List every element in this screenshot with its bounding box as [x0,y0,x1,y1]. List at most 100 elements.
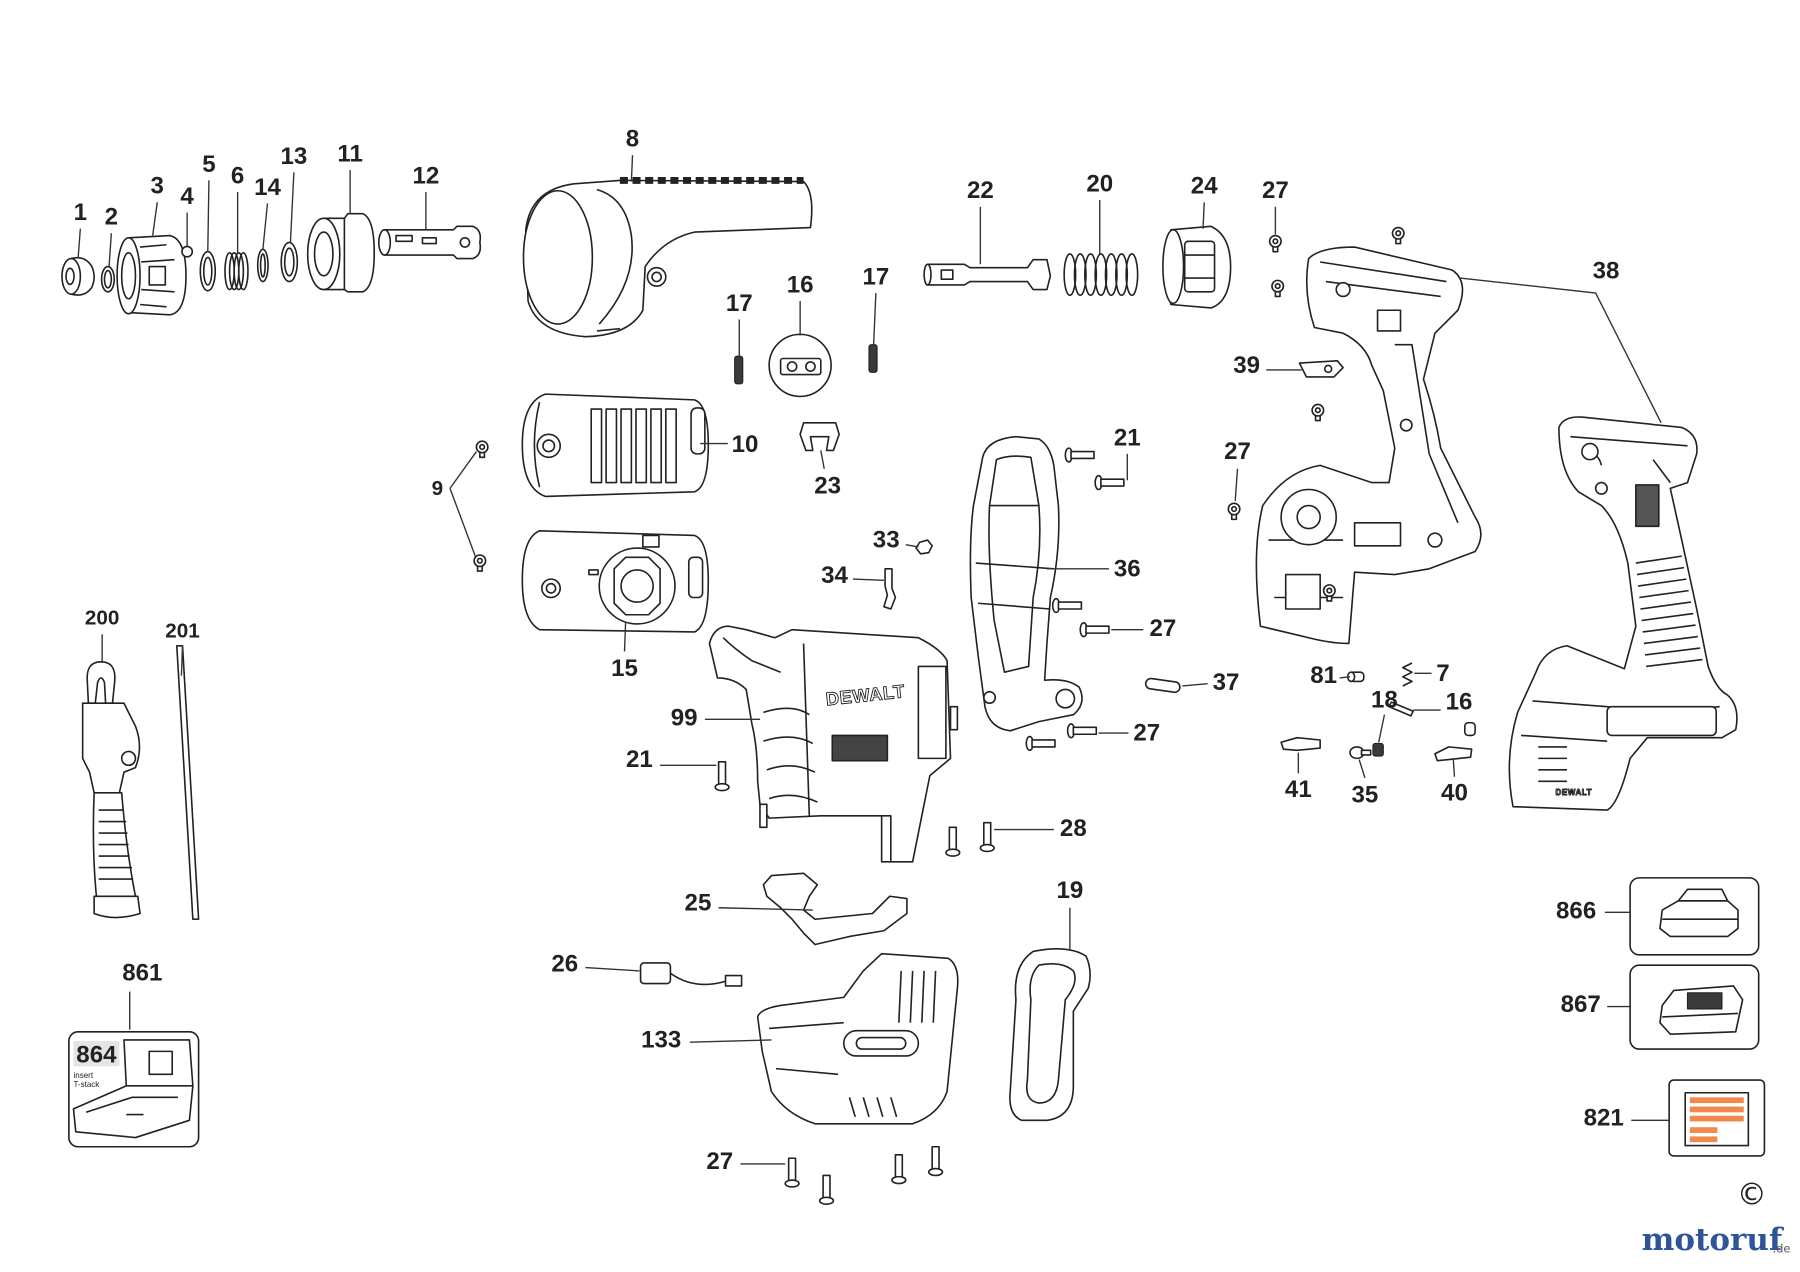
part-19-rear-grip [1009,948,1091,1122]
leader-line-35 [1358,759,1366,779]
callout-21: 21 [1114,424,1141,451]
leader-line-26 [585,966,640,972]
callout-40: 40 [1441,779,1468,806]
part-7-spring [1402,662,1413,687]
part-27-screw [891,1153,907,1185]
part-21-screw [1064,447,1095,463]
callout-36: 36 [1114,555,1141,582]
leader-line-25 [718,907,813,911]
charger-drawing [1659,985,1744,1035]
part-38-housing-left-half [1255,246,1482,645]
callout-133: 133 [641,1026,681,1053]
part-27-screw [1066,723,1098,739]
part-200-side-handle [81,661,141,919]
case-insert-text-line1: insert [73,1071,93,1080]
case-insert-text-line2: T-stack [73,1080,100,1089]
leader-line-133 [689,1039,772,1043]
label-stripe [1689,1106,1744,1113]
callout-16: 16 [787,271,814,298]
part-22-piston-shaft [923,258,1052,291]
part-37-pin [1144,677,1181,694]
leader-line-201 [180,645,184,676]
part-27-screw [1079,621,1110,638]
callout-39: 39 [1233,352,1260,379]
callout-866: 866 [1556,898,1596,925]
part-21-screw [1094,474,1125,491]
callout-7: 7 [1436,660,1449,687]
label-stripe [1689,1136,1718,1143]
part-20-spring [1063,253,1139,297]
callout-12: 12 [412,162,439,189]
callout-11: 11 [337,140,362,167]
callout-14: 14 [254,174,281,201]
watermark-suffix: .de [1772,1241,1790,1255]
part-861-carry-case-box: insert T-stack [68,1031,200,1148]
leader-line-37 [1182,682,1208,687]
part-27-screw [1268,234,1282,253]
callout-27: 27 [1262,177,1289,204]
callout-18: 18 [1371,686,1398,713]
leader-line-40 [1452,759,1456,777]
part-27-screw [1051,597,1083,614]
leader-line-34 [852,578,884,581]
label-stripe [1689,1127,1718,1133]
callout-labels: 1 2 3 4 5 6 14 13 11 12 8 22 20 24 27 38… [74,126,1624,1176]
part-18-block [1372,742,1384,757]
part-17-pin [734,355,744,385]
part-2-ring [100,265,116,293]
callout-201: 201 [165,619,199,642]
callout-9: 9 [432,477,443,500]
part-27-screw [1025,735,1056,752]
callout-26: 26 [551,951,578,978]
callout-15: 15 [611,655,638,682]
callout-10: 10 [732,431,759,458]
copyright-symbol: © [1737,1178,1767,1213]
callout-1: 1 [74,199,87,226]
leader-lines [77,155,1670,1165]
callout-33: 33 [873,527,900,554]
label-stripe [1689,1115,1744,1122]
part-28-screw [979,821,995,853]
housing-brand-logo: DEWALT [1555,788,1592,797]
callout-81: 81 [1310,662,1337,689]
part-12-shaft [378,225,482,260]
part-26-wire-harness [639,962,743,987]
leader-line-1 [77,228,82,259]
callout-2: 2 [105,204,118,231]
callout-99: 99 [671,705,698,732]
callout-16: 16 [1446,689,1473,716]
callout-24: 24 [1191,173,1218,200]
part-866-battery-box [1629,877,1760,956]
leader-line-2 [108,233,113,267]
part-27-screw [1271,279,1285,298]
part-81-bushing [1346,671,1365,683]
callout-821: 821 [1584,1105,1624,1132]
part-8-front-housing [522,176,813,338]
callout-37: 37 [1213,669,1240,696]
carry-case-drawing [72,1039,194,1139]
part-27-screw [784,1157,800,1188]
part-21-screw [714,761,730,792]
part-23-clip [799,422,840,452]
part-27-screw [927,1145,944,1177]
callout-35: 35 [1352,782,1379,809]
part-25-bracket [762,872,908,946]
callout-17: 17 [862,263,889,290]
part-27-screw [1391,226,1405,245]
part-36-frame [969,435,1083,732]
callout-4: 4 [180,183,194,210]
leader-line-9 [449,451,477,557]
leader-line-23 [820,450,825,469]
callout-27: 27 [1133,720,1160,747]
leader-line-24 [1202,202,1205,229]
leader-line-18 [1378,714,1386,743]
part-35-plunger [1349,746,1372,760]
leader-line-8 [630,155,634,182]
watermark-logo: motoruf [1642,1222,1784,1258]
part-17-pin [868,344,878,373]
leader-line-14 [262,203,269,250]
part-9-screw [475,440,489,459]
leader-line-33 [905,543,919,548]
part-9-screw [473,554,487,572]
